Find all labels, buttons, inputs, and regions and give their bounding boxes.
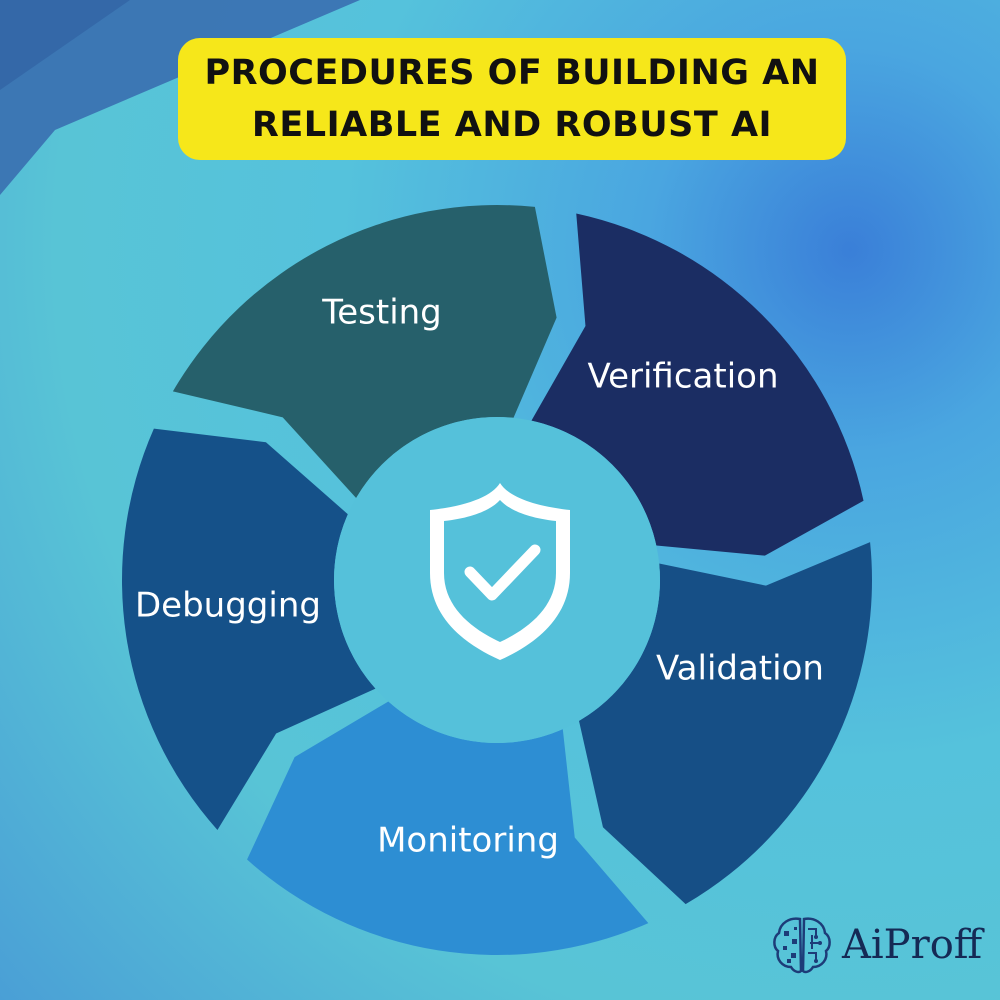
brand-logo: AiProff bbox=[770, 905, 985, 985]
corner-shape-light bbox=[0, 0, 130, 90]
cycle-segment-validation bbox=[578, 542, 872, 905]
shield-check-icon bbox=[430, 483, 570, 660]
cycle-segment-monitoring bbox=[247, 701, 649, 955]
cycle-segment-testing bbox=[172, 205, 557, 499]
title-line-1: PROCEDURES OF BUILDING AN bbox=[204, 53, 820, 93]
brain-circuit-icon bbox=[773, 917, 831, 974]
cycle-label-verification: Verification bbox=[587, 357, 778, 397]
brand-name: AiProff bbox=[842, 922, 983, 968]
cycle-label-debugging: Debugging bbox=[135, 586, 321, 626]
cycle-segment-debugging bbox=[122, 428, 376, 830]
cycle-label-testing: Testing bbox=[321, 293, 442, 333]
cycle-segment-verification bbox=[531, 213, 864, 556]
title-line-2: RELIABLE AND ROBUST AI bbox=[251, 105, 773, 145]
corner-shape bbox=[0, 0, 360, 195]
cycle-label-validation: Validation bbox=[656, 649, 824, 689]
cycle-label-monitoring: Monitoring bbox=[377, 821, 559, 861]
title-banner: PROCEDURES OF BUILDING AN RELIABLE AND R… bbox=[178, 38, 846, 160]
